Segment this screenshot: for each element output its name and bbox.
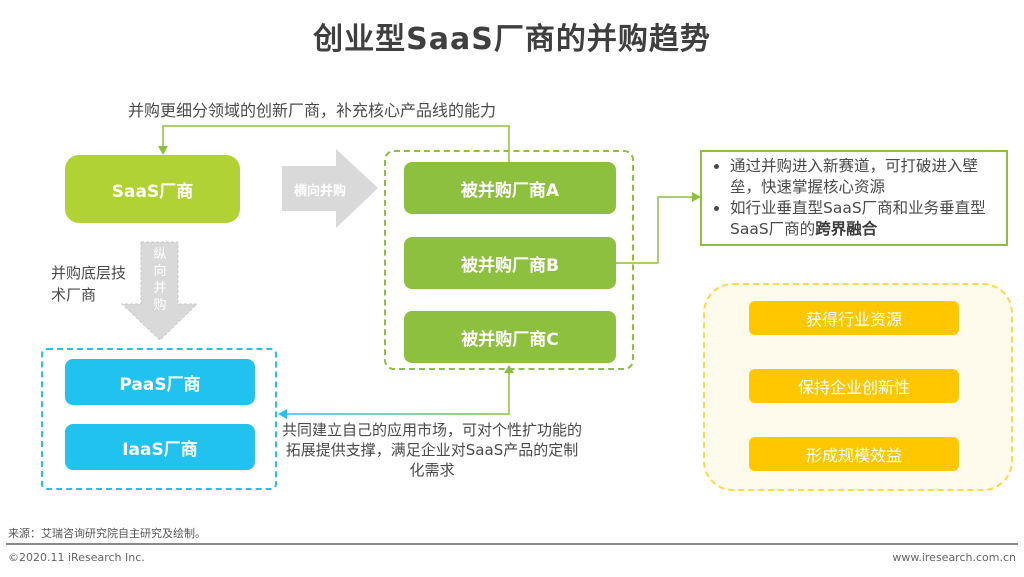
top-feedback-arrowhead (158, 146, 168, 155)
infra-vendors-group (41, 348, 277, 490)
vertical-arrow (120, 241, 199, 341)
footer-divider (6, 543, 1018, 545)
vertical-arrow-char: 购 (153, 298, 167, 313)
acquired-vendor-b: 被并购厂商B (404, 237, 616, 289)
bottom-connector-left-arrowhead (278, 409, 287, 419)
bottom-note: 共同建立自己的应用市场，可对个性扩功能的拓展提供支撑，满足企业对SaaS产品的定… (282, 421, 583, 479)
saas-vendor-box: SaaS厂商 (65, 155, 240, 223)
vertical-arrow-char: 纵 (153, 247, 167, 262)
horizontal-arrow (282, 149, 378, 228)
right-note-bullet-2: 如行业垂直型SaaS厂商和业务垂直型SaaS厂商的跨界融合 (730, 198, 996, 240)
page-title: 创业型SaaS厂商的并购趋势 (313, 22, 711, 57)
top-note: 并购更细分领域的创新厂商，补充核心产品线的能力 (128, 101, 497, 120)
right-note-box: 通过并购进入新赛道，可打破进入壁垒，快速掌握核心资源 如行业垂直型SaaS厂商和… (700, 150, 1008, 246)
left-note: 并购底层技术厂商 (51, 264, 127, 304)
iaas-vendor-box: IaaS厂商 (65, 424, 255, 470)
right-note-bullet-2-bold: 跨界融合 (815, 220, 878, 238)
acquired-vendor-a: 被并购厂商A (404, 162, 616, 214)
footer-source: 来源：艾瑞咨询研究院自主研究及绘制。 (8, 527, 206, 540)
horizontal-arrow-label: 横向并购 (294, 184, 347, 199)
bottom-connector-line (286, 373, 510, 415)
right-note-bullet-1: 通过并购进入新赛道，可打破进入壁垒，快速掌握核心资源 (730, 156, 996, 198)
b-to-note-line (616, 196, 693, 264)
footer-copyright: ©2020.11 iResearch Inc. (8, 551, 145, 564)
vertical-arrow-char: 并 (153, 281, 167, 296)
benefit-innovation: 保持企业创新性 (749, 369, 959, 403)
acquired-vendor-c: 被并购厂商C (404, 311, 616, 363)
vertical-arrow-char: 向 (153, 264, 167, 279)
right-note-bullet-2-text: 如行业垂直型SaaS厂商和业务垂直型SaaS厂商的 (730, 199, 986, 238)
benefit-industry-resources: 获得行业资源 (749, 301, 959, 335)
benefit-scale: 形成规模效益 (749, 437, 959, 471)
paas-vendor-box: PaaS厂商 (65, 359, 255, 405)
acquired-vendors-group (384, 150, 634, 370)
b-to-note-arrowhead (692, 192, 701, 202)
top-feedback-line (162, 125, 510, 162)
footer-url[interactable]: www.iresearch.com.cn (892, 551, 1016, 564)
vertical-arrow-label: 纵 向 并 购 (152, 246, 168, 314)
